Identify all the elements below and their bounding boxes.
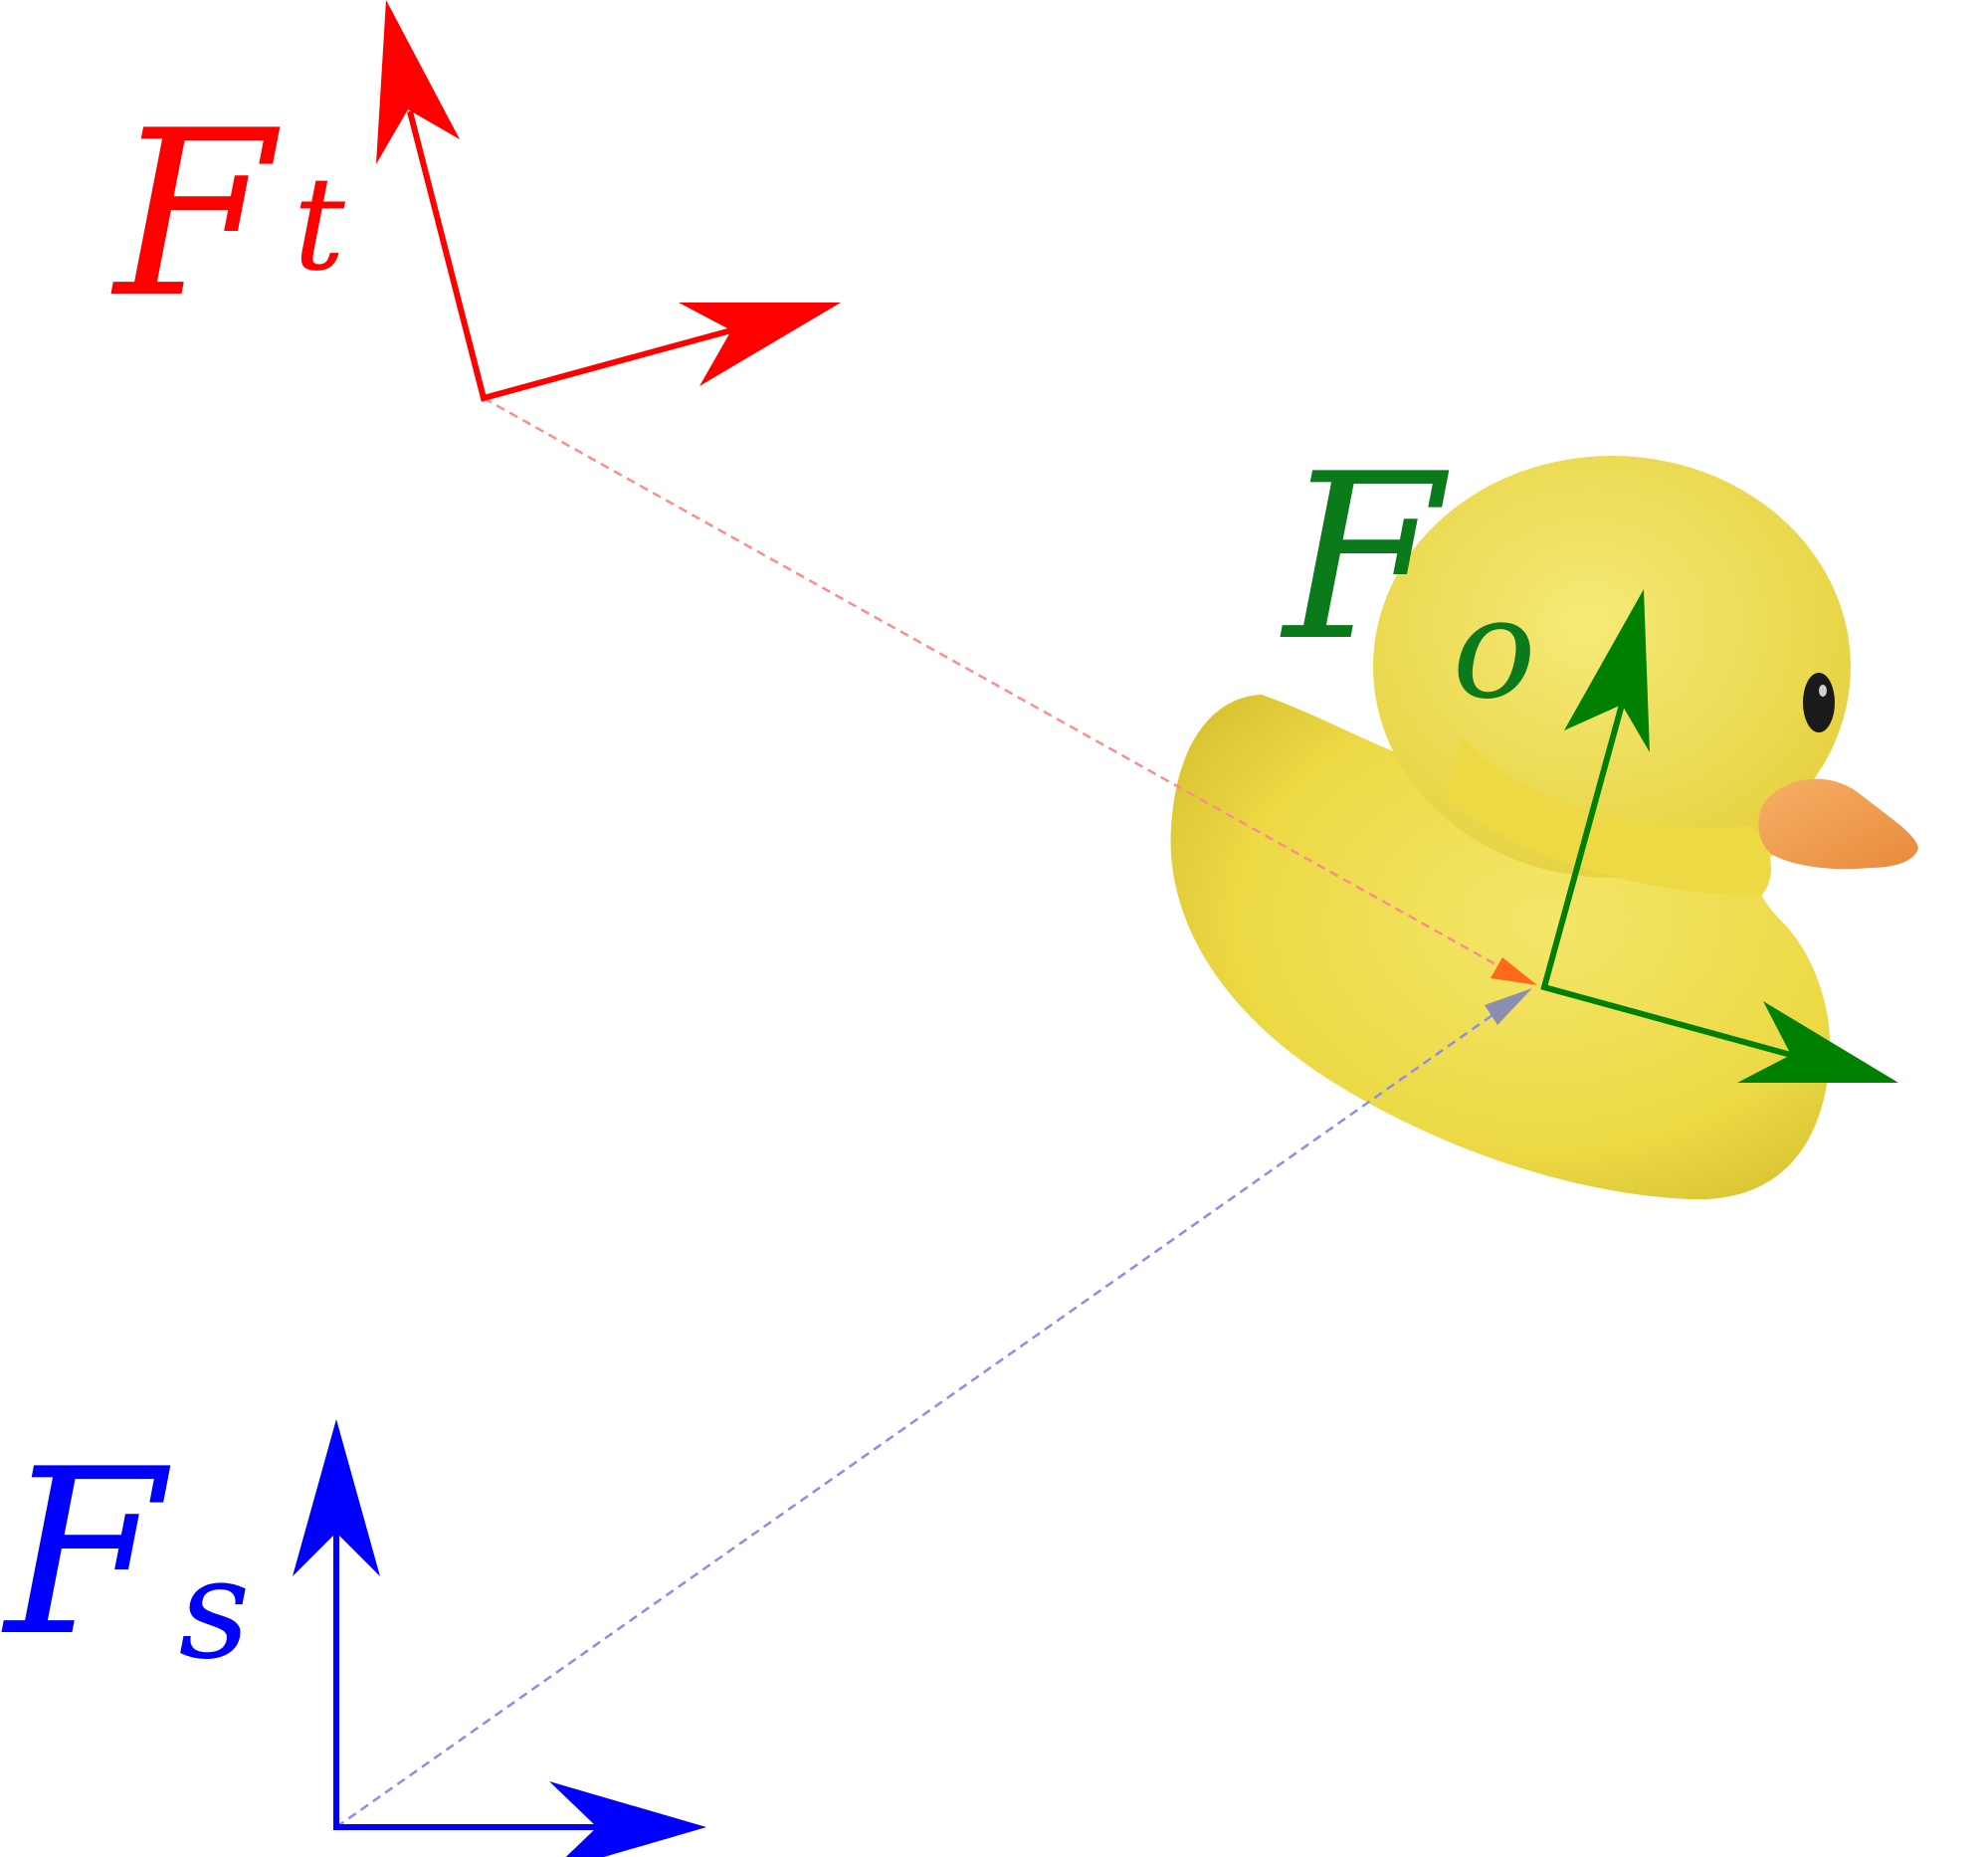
duck-eye xyxy=(1803,673,1835,732)
source-to-object-link xyxy=(335,1013,1493,1829)
source-frame-x-arrowhead xyxy=(549,1781,706,1857)
object-frame-axes xyxy=(1540,704,1792,1058)
source-frame-y-arrowhead xyxy=(293,1419,380,1576)
source-link-arrowhead xyxy=(1485,988,1532,1025)
object-frame-x-arrowhead xyxy=(1737,1001,1898,1083)
source-frame-letter: F xyxy=(1,1421,171,1687)
object-frame-subscript: o xyxy=(1453,568,1536,730)
duck-beak xyxy=(1758,778,1918,870)
source-frame-subscript: s xyxy=(179,1529,251,1691)
target-frame-axes xyxy=(407,110,732,402)
object-frame-y-arrowhead xyxy=(1564,589,1650,752)
target-frame-subscript: t xyxy=(294,148,346,300)
duck-neck xyxy=(1443,736,1771,896)
target-frame-letter: F xyxy=(110,83,281,348)
object-frame-label: Fo xyxy=(1280,426,1536,730)
duck-eye-highlight xyxy=(1819,685,1827,697)
frame-links xyxy=(335,396,1537,1829)
target-link-arrowhead xyxy=(1491,957,1537,985)
object-frame-letter: F xyxy=(1280,426,1450,692)
source-frame-axes xyxy=(333,1533,597,1830)
object-frame: Fo xyxy=(1280,426,1898,1083)
target-frame-x-arrowhead xyxy=(679,303,841,386)
target-frame-y-arrowhead xyxy=(376,0,460,164)
